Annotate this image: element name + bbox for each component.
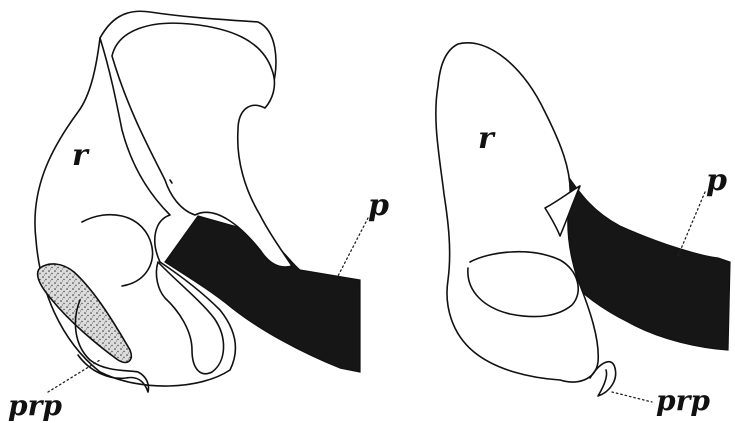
right-specimen: r p prp [436,43,730,417]
right-p-leader [678,192,705,256]
right-label-p: p [706,163,727,198]
left-specimen: r p prp [8,11,389,422]
right-label-r: r [478,121,496,156]
left-label-prp: prp [8,389,62,422]
left-label-p: p [368,188,389,223]
right-prp-leader [612,392,652,402]
left-p-leader [338,218,368,276]
right-label-prp: prp [656,384,710,417]
left-label-r: r [72,138,90,173]
